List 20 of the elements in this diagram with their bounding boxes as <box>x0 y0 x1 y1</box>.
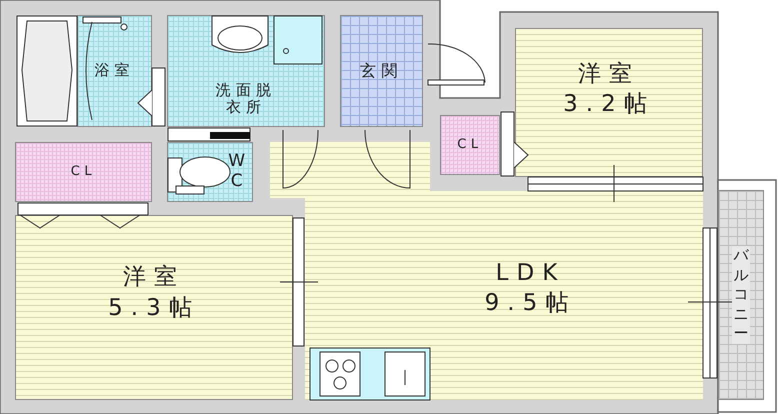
room-label: WC <box>227 152 246 192</box>
closet-floor <box>15 142 152 202</box>
room-label: LDK <box>496 260 566 286</box>
area-label: 3.2帖 <box>563 91 655 118</box>
room-floor <box>15 215 293 400</box>
bathroom-floor <box>77 15 152 127</box>
room-label: 浴室 <box>94 62 135 80</box>
area-label: 9.5帖 <box>484 290 576 316</box>
room-label: 洋室 <box>578 61 640 88</box>
room-label: CL <box>457 138 483 152</box>
closet-floor <box>440 115 500 175</box>
room-label: バルコニー <box>732 246 750 344</box>
balcony-floor <box>718 190 764 400</box>
entrance-floor <box>340 15 423 127</box>
room-label: CL <box>70 164 96 180</box>
room-label: 玄関 <box>360 62 404 80</box>
room-floor <box>515 28 703 177</box>
room-label: 洋室 <box>122 264 186 290</box>
room-label: 洗面脱衣所 <box>214 82 278 116</box>
area-label: 5.3帖 <box>108 294 200 321</box>
